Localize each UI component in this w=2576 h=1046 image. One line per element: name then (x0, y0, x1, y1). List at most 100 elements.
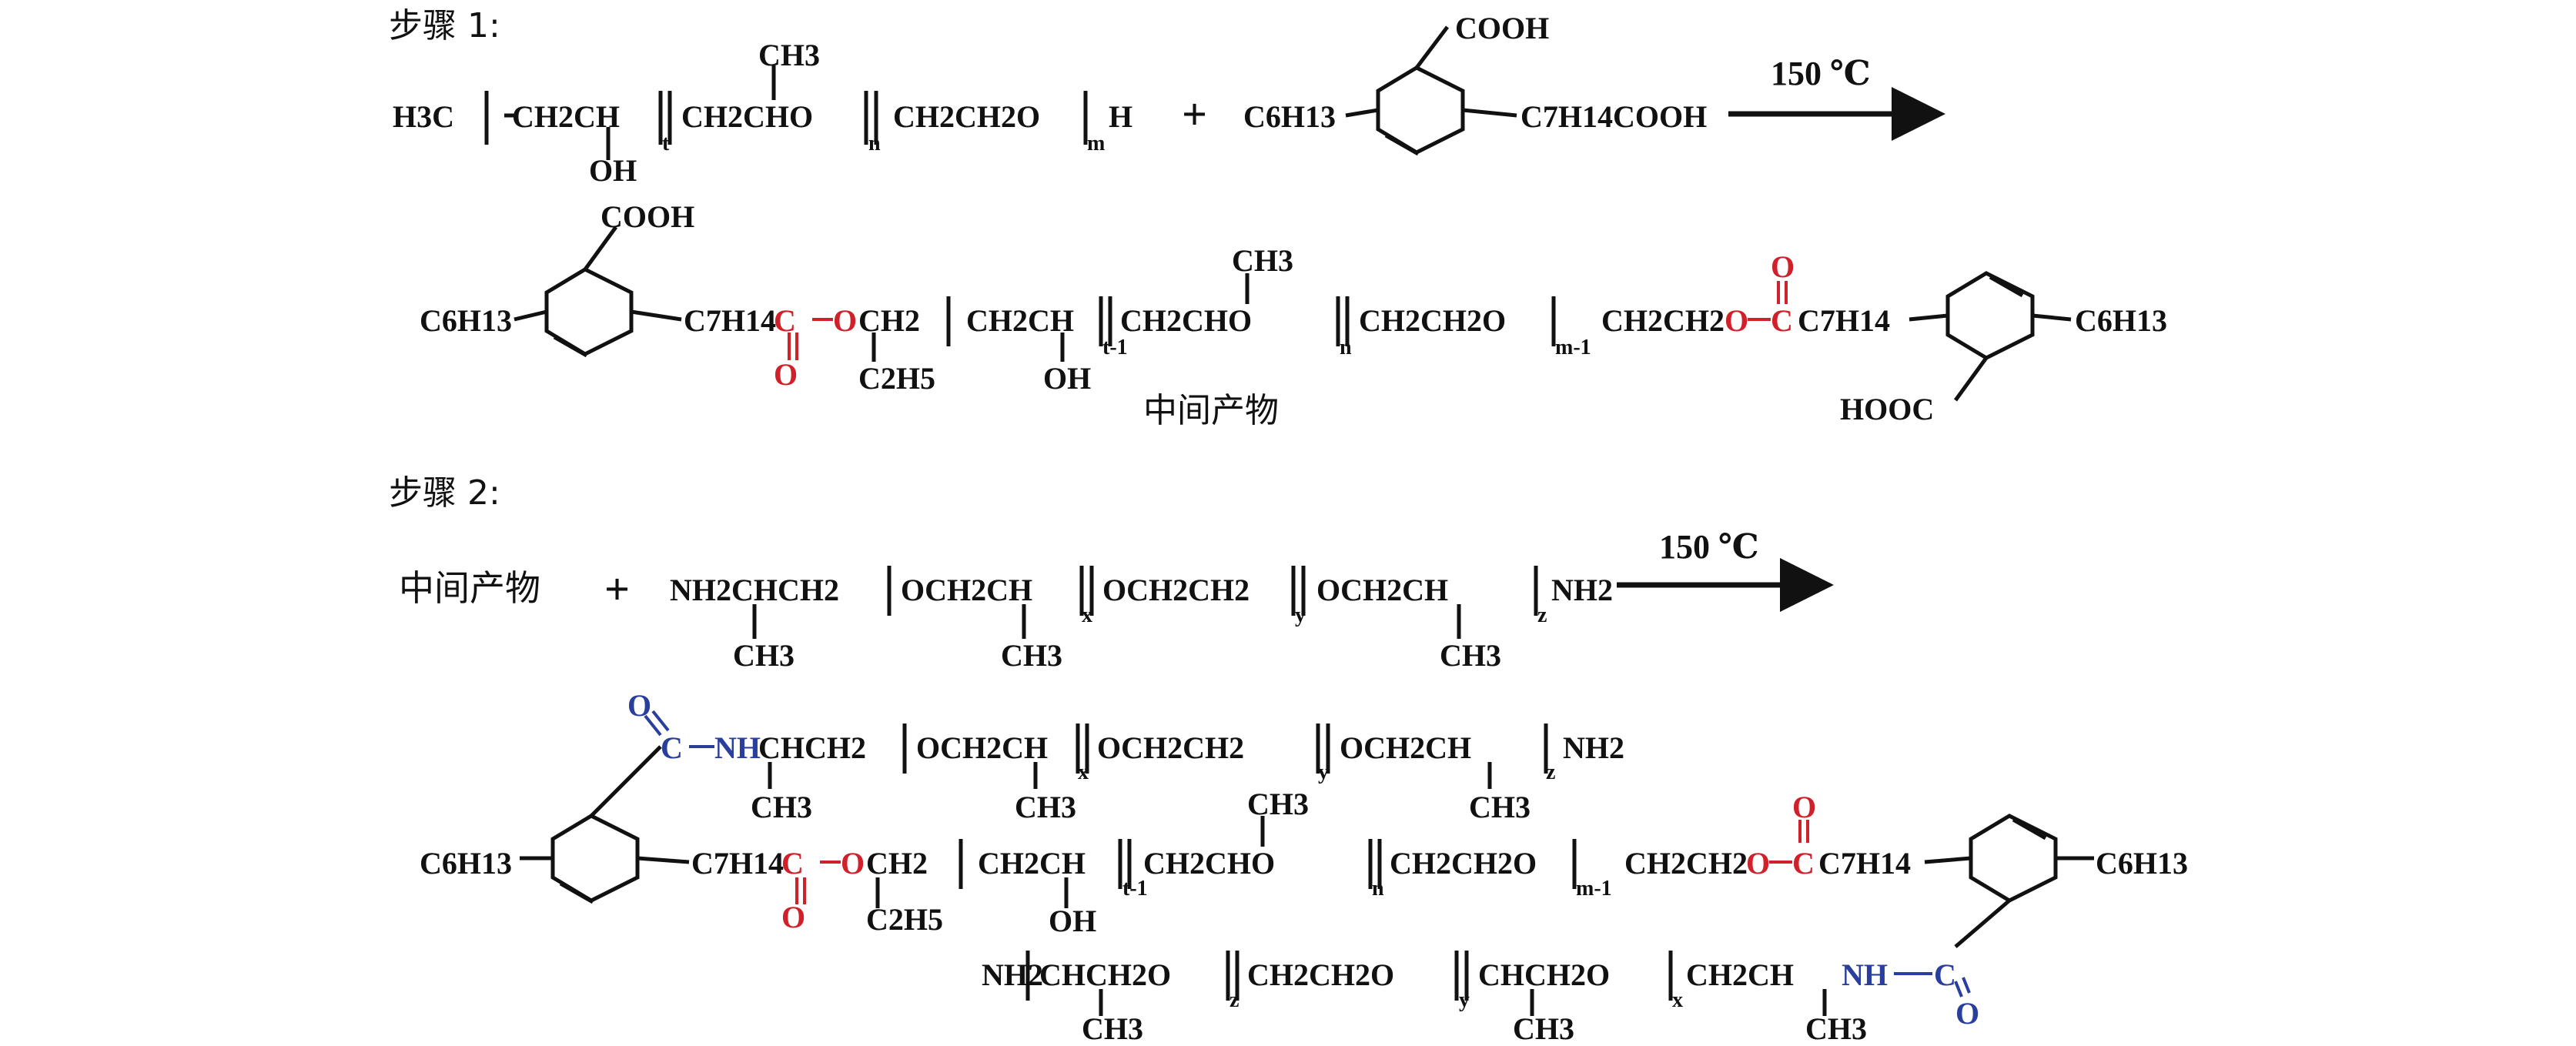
amine-sub-x: x (1082, 603, 1092, 627)
bond-lines (484, 25, 2094, 1016)
p1-top-cooh: COOH (601, 199, 694, 234)
amine-end: NH2 (1551, 573, 1613, 607)
p1-ester2-c: C (1771, 303, 1793, 338)
amine-start: NH2CHCH2 (670, 573, 839, 607)
p1-unit-t-oh: OH (1043, 361, 1091, 396)
amine-unit-x: OCH2CH (901, 573, 1032, 607)
p2-ch2ch2: CH2CH2 (1624, 846, 1748, 881)
p1-ethyl: C2H5 (858, 361, 935, 396)
p1-ch2: CH2 (858, 303, 920, 338)
p2-ester1-c: C (781, 846, 804, 881)
p2-unit-t-oh: OH (1049, 904, 1096, 938)
p2-unit-t: CH2CH (978, 846, 1086, 881)
r2-right: C7H14COOH (1521, 99, 1707, 134)
p2-top-start: CHCH2 (758, 730, 866, 765)
p2-bot-sub-y: y (1459, 988, 1470, 1012)
r2-left: C6H13 (1243, 99, 1336, 134)
p2-ch2: CH2 (866, 846, 928, 881)
p2-bot-end-chain: CH2CH (1686, 957, 1794, 992)
p1-ester1-c: C (774, 303, 796, 338)
p2-ethyl: C2H5 (866, 902, 943, 937)
p2-amide-nh: NH (714, 730, 761, 765)
p2-amide-c: C (661, 730, 683, 765)
ester-bonds (788, 281, 1809, 904)
p2-bot-unit-z: CHCH2O (1039, 957, 1171, 992)
p1-caption: 中间产物 (1143, 391, 1279, 430)
amide-bonds (644, 710, 1971, 998)
p2-left: C6H13 (420, 846, 512, 881)
p1-unit-n-me: CH3 (1232, 243, 1293, 278)
p2-ester1-dbl-o: O (781, 900, 805, 934)
step2-intermediate: 中间产物 (399, 567, 540, 609)
amine-sub-z: z (1537, 603, 1547, 627)
p1-bottom-cooh: HOOC (1840, 392, 1934, 426)
p1-ester1-o: O (833, 303, 857, 338)
r2-top: COOH (1455, 11, 1549, 45)
p2-unit-n-me: CH3 (1247, 787, 1309, 821)
p2-top-sub-z: z (1546, 760, 1555, 784)
p2-sub-m: m-1 (1576, 877, 1612, 901)
r1-unit-t-oh: OH (589, 153, 637, 188)
p2-bot-sub-z: z (1229, 988, 1239, 1012)
step1-label: 步骤 1: (389, 6, 500, 45)
p1-ester2-dbl-o: O (1771, 249, 1795, 284)
p2-bot-unit-z-me: CH3 (1082, 1011, 1143, 1046)
amine-unit-z: OCH2CH (1316, 573, 1448, 607)
amine-start-me: CH3 (733, 638, 795, 673)
r1-sub-t: t (662, 132, 670, 155)
p2-top-start-me: CH3 (751, 790, 812, 824)
r1-end: H (1109, 99, 1132, 134)
p1-ester1-dbl-o: O (774, 357, 798, 392)
p2-amide-o: O (627, 688, 651, 723)
p2-top-unit-x-me: CH3 (1015, 790, 1076, 824)
p2-top-unit-y: OCH2CH2 (1097, 730, 1244, 765)
amine-sub-y: y (1295, 603, 1306, 627)
p2-top-end: NH2 (1563, 730, 1624, 765)
step1-condition: 150 ℃ (1771, 55, 1871, 92)
r1-unit-t: CH2CH (512, 99, 620, 134)
p1-unit-n: CH2CHO (1120, 303, 1252, 338)
p2-top-unit-z-me: CH3 (1469, 790, 1531, 824)
p2-right: C6H13 (2096, 846, 2188, 881)
p2-top-unit-z: OCH2CH (1340, 730, 1471, 765)
p1-sub-t: t-1 (1102, 336, 1128, 359)
p2-bot-start: NH2 (982, 957, 1043, 992)
p2-bot-sub-x: x (1672, 988, 1683, 1012)
p2-bot-amide-o: O (1955, 996, 1979, 1031)
p2-top-sub-y: y (1318, 760, 1329, 784)
r1-unit-n-me: CH3 (758, 38, 820, 72)
p1-sub-n: n (1340, 336, 1352, 359)
p2-unit-m: CH2CH2O (1390, 846, 1537, 881)
p2-bot-amide-c: C (1934, 957, 1956, 992)
p2-bot-unit-y: CH2CH2O (1247, 957, 1394, 992)
p1-unit-m: CH2CH2O (1359, 303, 1506, 338)
p2-sub-t: t-1 (1122, 877, 1148, 901)
r1-unit-n: CH2CHO (681, 99, 813, 134)
p2-bot-nh: NH (1842, 957, 1888, 992)
p2-linker2: C7H14 (1818, 846, 1911, 881)
p1-right: C6H13 (2075, 303, 2167, 338)
p2-unit-n: CH2CHO (1143, 846, 1275, 881)
p1-unit-t: CH2CH (966, 303, 1074, 338)
p2-ester2-dbl-o: O (1792, 790, 1816, 824)
p2-top-unit-x: OCH2CH (916, 730, 1048, 765)
p2-ester2-o: O (1746, 846, 1770, 881)
p1-linker1: C7H14 (684, 303, 776, 338)
r1-unit-m: CH2CH2O (893, 99, 1040, 134)
p2-bot-end-me: CH3 (1805, 1011, 1867, 1046)
amine-unit-z-me: CH3 (1440, 638, 1501, 673)
r1-sub-n: n (868, 132, 881, 155)
p2-bot-unit-x: CHCH2O (1478, 957, 1610, 992)
p1-sub-m: m-1 (1555, 336, 1591, 359)
step2-plus: + (604, 564, 630, 614)
p2-bot-unit-x-me: CH3 (1513, 1011, 1574, 1046)
step1-plus: + (1182, 89, 1207, 139)
p2-ester1-o: O (841, 846, 865, 881)
step2-label: 步骤 2: (389, 473, 500, 513)
p2-ester2-c: C (1792, 846, 1815, 881)
r1-start: H3C (393, 99, 454, 134)
p1-left: C6H13 (420, 303, 512, 338)
amine-unit-x-me: CH3 (1001, 638, 1062, 673)
step2-condition: 150 ℃ (1659, 528, 1759, 566)
